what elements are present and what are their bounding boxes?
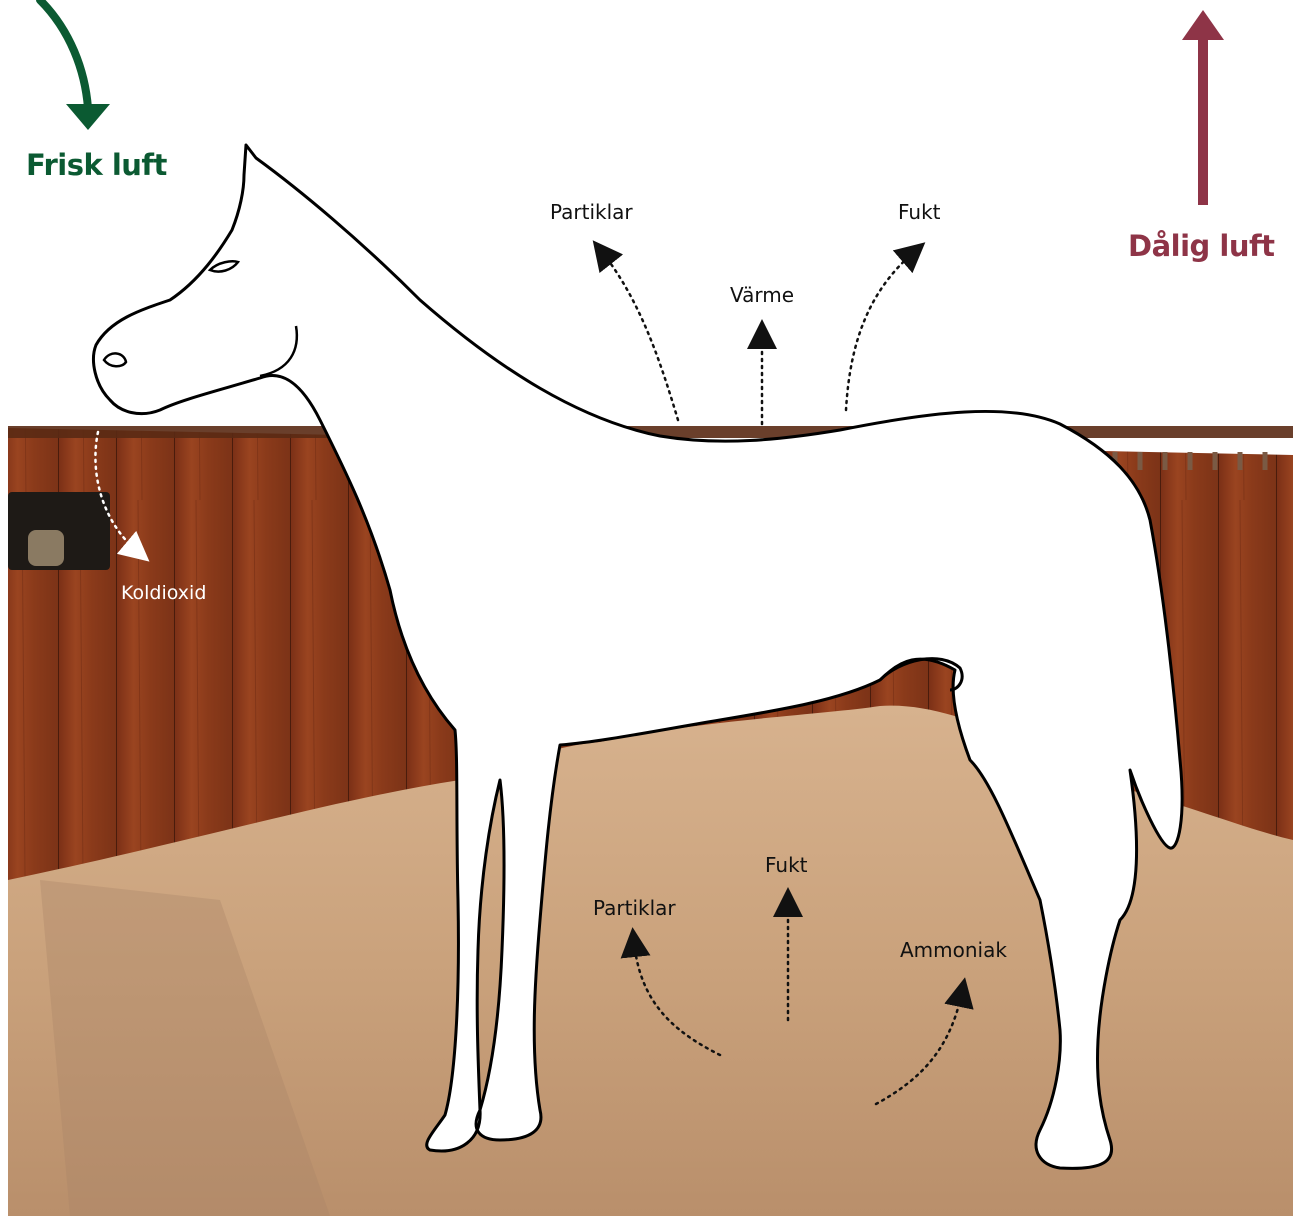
ammonia-label: Ammoniak <box>900 938 1007 962</box>
moisture-top-label: Fukt <box>898 200 941 224</box>
carbon-dioxide-label: Koldioxid <box>121 582 206 604</box>
feeder-bracket <box>8 492 110 570</box>
bad-air-arrow <box>1182 10 1224 205</box>
particles-top-arrow <box>602 252 678 420</box>
particles-bottom-label: Partiklar <box>593 896 676 920</box>
moisture-top-arrow <box>846 252 914 410</box>
fresh-air-arrow <box>40 0 110 130</box>
particles-top-label: Partiklar <box>550 200 633 224</box>
right-wall-bars <box>1115 452 1265 470</box>
moisture-bottom-label: Fukt <box>765 853 808 877</box>
fresh-air-label: Frisk luft <box>26 148 167 182</box>
heat-label: Värme <box>730 283 794 307</box>
bad-air-label: Dålig luft <box>1128 229 1274 263</box>
